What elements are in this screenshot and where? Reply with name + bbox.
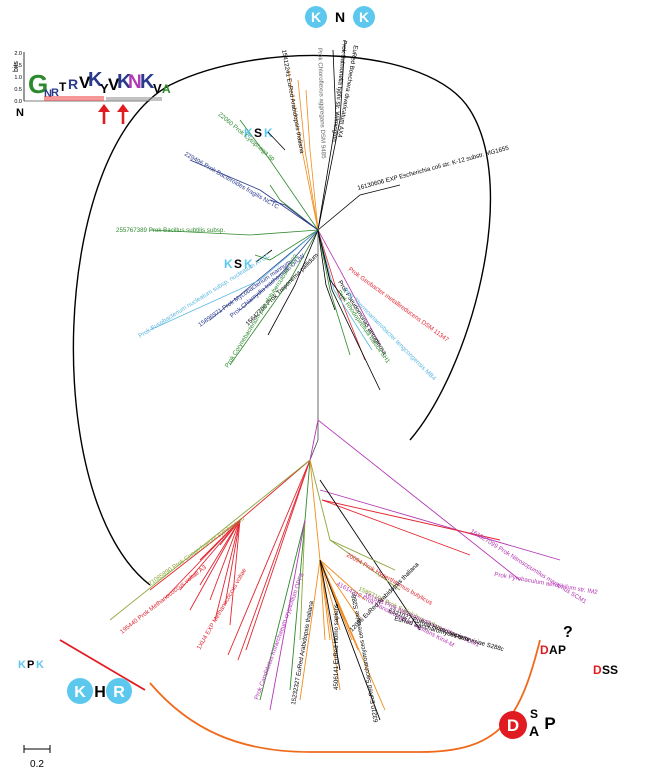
svg-text:D: D — [507, 716, 519, 735]
leaf-arabidopsis-top: 15412241 EuRed Arabidopsis thaliana — [280, 49, 305, 154]
ksk-upper-motif: K S K — [244, 126, 286, 151]
leaf-nitrosopumilus2: 161527099 Prok Nitrosopumilus maritimus … — [469, 528, 588, 606]
svg-text:K: K — [36, 659, 44, 671]
svg-text:1.5: 1.5 — [14, 63, 22, 69]
leaf-yeast1: EuRed Saccharomyces cerevisiae S288c — [393, 615, 504, 653]
svg-text:N: N — [128, 72, 142, 93]
question-mark: ? — [563, 624, 573, 641]
leaf-ecoli: 16130606 EXP Escherichia coli str. K-12 … — [357, 145, 510, 192]
svg-text:D: D — [540, 643, 549, 657]
knk-clade-bracket — [72, 54, 492, 586]
svg-text:K: K — [18, 659, 26, 671]
svg-text:0.5: 0.5 — [14, 87, 22, 93]
khr-motif: K H R — [67, 678, 132, 704]
svg-text:P: P — [558, 643, 566, 657]
svg-text:A: A — [529, 723, 539, 739]
svg-text:A: A — [549, 643, 558, 657]
leaf-bacteroides: 229496 Prok Bacteroides fragilis NCTC — [183, 151, 280, 211]
dap-motif: D A P — [540, 643, 566, 657]
svg-text:1.0: 1.0 — [14, 75, 22, 81]
kpk-motif: K P K — [18, 659, 44, 671]
logo-ylabel: bits — [13, 61, 20, 72]
knk-k1: K — [311, 9, 321, 25]
svg-text:V: V — [79, 73, 91, 92]
leaf-human2: 4506141 EuRed Homo sapiens — [333, 604, 340, 690]
svg-text:S: S — [610, 663, 618, 677]
svg-text:S: S — [234, 257, 242, 271]
scale-bar-label: 0.2 — [30, 759, 44, 770]
svg-text:K: K — [74, 684, 86, 701]
dsp-motif: D S A P — [499, 707, 556, 739]
leaf-arabidopsis-bot: 15232327 EuRed Arabidopsis thaliana — [290, 600, 315, 705]
svg-text:K: K — [88, 69, 103, 91]
logo-n-terminus: N — [16, 107, 24, 119]
svg-text:T: T — [59, 80, 67, 94]
sequence-logo: bits 2.0 1.5 1.0 0.5 0.0 G N R T R V K Y… — [13, 51, 171, 124]
ksk-lower-motif: K S K — [224, 249, 273, 271]
svg-text:K: K — [224, 257, 233, 271]
leaf-bacillus: 255767389 Prok Bacillus subtilis subsp. — [116, 227, 225, 234]
dss-motif: D S S — [593, 663, 618, 677]
upper-clade-branches — [149, 39, 401, 391]
knk-k2: K — [359, 9, 369, 25]
svg-text:K: K — [244, 257, 253, 271]
arrow-up-icon — [117, 104, 129, 124]
khr-clade-marker — [59, 639, 146, 691]
scale-bar: 0.2 — [23, 745, 51, 770]
svg-text:D: D — [593, 663, 602, 677]
knk-n: N — [335, 9, 345, 25]
svg-text:0.0: 0.0 — [14, 99, 22, 105]
svg-text:S: S — [602, 663, 610, 677]
svg-text:N: N — [44, 88, 52, 100]
svg-text:R: R — [113, 684, 125, 701]
svg-text:V: V — [108, 75, 120, 94]
lower-clade-branches — [109, 419, 561, 721]
svg-text:P: P — [27, 659, 34, 671]
svg-text:K: K — [117, 71, 132, 93]
svg-text:V: V — [153, 81, 162, 96]
svg-text:A: A — [162, 82, 171, 96]
svg-text:K: K — [244, 126, 253, 140]
svg-text:R: R — [51, 87, 59, 99]
svg-text:Y: Y — [100, 81, 109, 96]
leaf-chloroflexus: Prok Chloroflexus aggregans DSM 9485 — [316, 48, 327, 159]
dsp-clade-bracket — [149, 639, 541, 753]
svg-text:2.0: 2.0 — [14, 51, 22, 57]
svg-text:P: P — [544, 714, 555, 733]
knk-motif: K N K — [305, 6, 375, 28]
svg-text:S: S — [530, 707, 538, 721]
logo-letter-g: G — [28, 69, 48, 99]
svg-text:K: K — [140, 71, 155, 93]
arrow-up-icon — [98, 104, 110, 124]
svg-text:S: S — [254, 126, 262, 140]
svg-text:R: R — [68, 76, 78, 92]
svg-text:H: H — [94, 684, 106, 701]
